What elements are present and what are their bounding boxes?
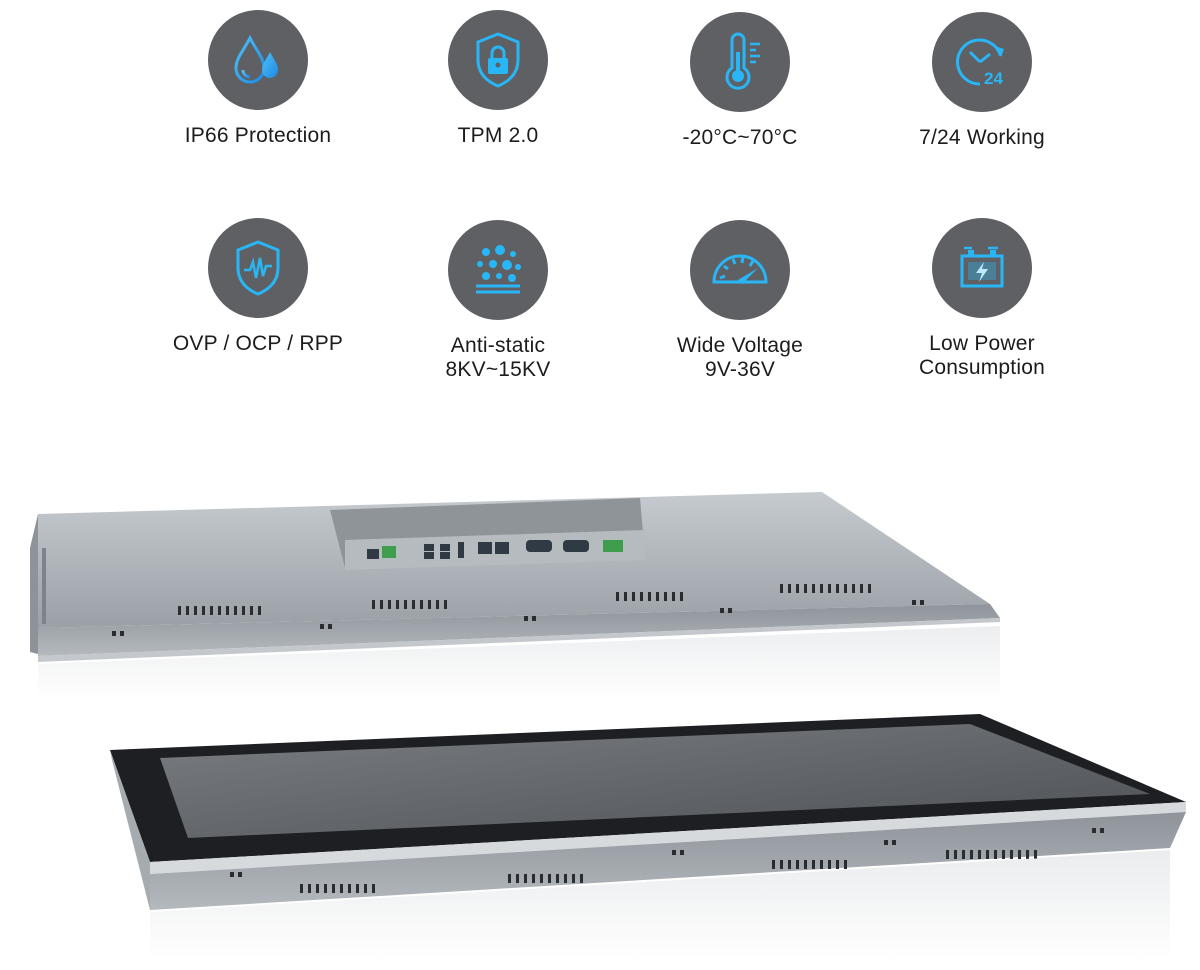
feature-label: IP66 Protection (184, 124, 332, 147)
front-view-panel (110, 714, 1186, 960)
feature-label: OVP / OCP / RPP (172, 332, 344, 355)
feature-label: 7/24 Working (919, 126, 1045, 149)
thermometer-icon (690, 12, 790, 112)
feature-temperature: -20°C~70°C (620, 12, 860, 150)
feature-ovp: OVP / OCP / RPP (138, 218, 378, 356)
svg-text:24: 24 (984, 69, 1003, 88)
feature-label: -20°C~70°C (682, 126, 798, 149)
feature-24-7: 24 7/24 Working (862, 12, 1102, 150)
feature-label: TPM 2.0 (457, 124, 539, 147)
lock-shield-icon (448, 10, 548, 110)
static-dots-icon (448, 220, 548, 320)
clock-24-icon: 24 (932, 12, 1032, 112)
battery-bolt-icon (932, 218, 1032, 318)
shield-wave-icon (208, 218, 308, 318)
back-view-panel (30, 492, 1000, 700)
water-drops-icon (208, 10, 308, 110)
feature-ip66: IP66 Protection (138, 10, 378, 148)
gauge-icon (690, 220, 790, 320)
feature-tpm: TPM 2.0 (378, 10, 618, 148)
